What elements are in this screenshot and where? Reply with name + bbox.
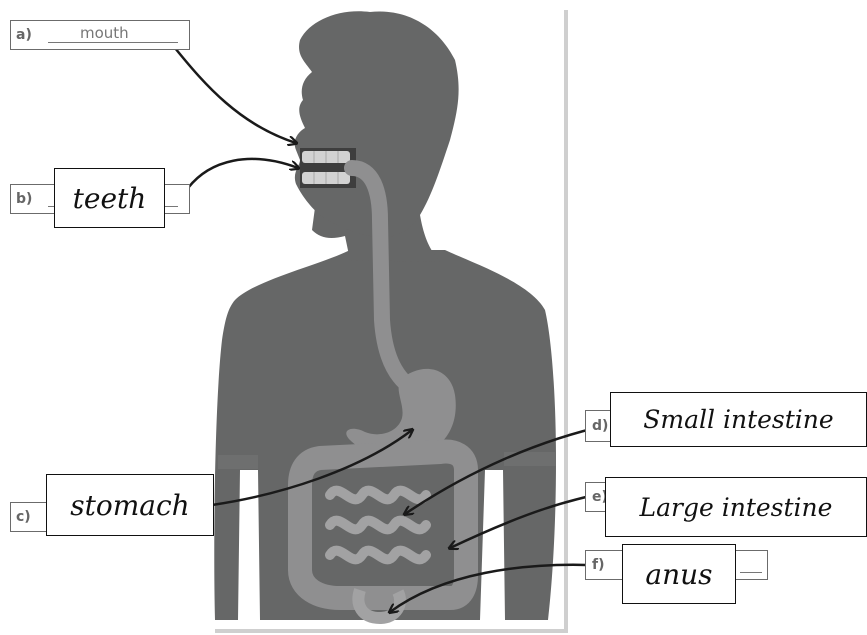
label-f-blank-line — [740, 572, 762, 573]
label-e-answer-large-intestine: Large intestine — [605, 477, 867, 537]
label-a-answer-mouth: mouth — [80, 24, 129, 42]
label-c-letter: c) — [16, 509, 31, 525]
label-f-letter: f) — [592, 557, 605, 573]
label-b-answer-teeth: teeth — [54, 168, 165, 228]
label-c-answer-stomach: stomach — [46, 474, 214, 536]
label-d-answer-small-intestine: Small intestine — [610, 392, 867, 447]
label-a-blank-line — [48, 42, 178, 43]
label-b-letter: b) — [16, 191, 32, 207]
label-f-answer-anus: anus — [622, 544, 736, 604]
arrow-b — [188, 159, 298, 188]
label-d-letter: d) — [592, 418, 608, 434]
arrow-a — [175, 48, 296, 143]
label-a-letter: a) — [16, 27, 32, 43]
